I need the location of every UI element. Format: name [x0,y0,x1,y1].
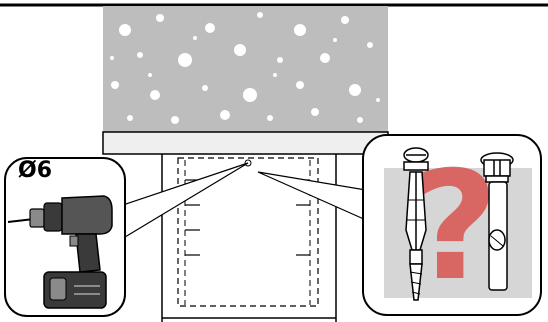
drill-callout-pointer [119,162,249,242]
concrete-ceiling [103,6,388,132]
ceiling-panel [102,131,389,155]
drill-bit-size-label: Ø6 [18,158,53,183]
anchor-callout-pointer [257,171,367,221]
sleeve-anchor-bolt-icon [480,152,514,291]
hollow-wall-anchor-icon [403,147,429,301]
wall-cabinet [161,154,337,322]
cordless-drill-icon [7,195,113,309]
